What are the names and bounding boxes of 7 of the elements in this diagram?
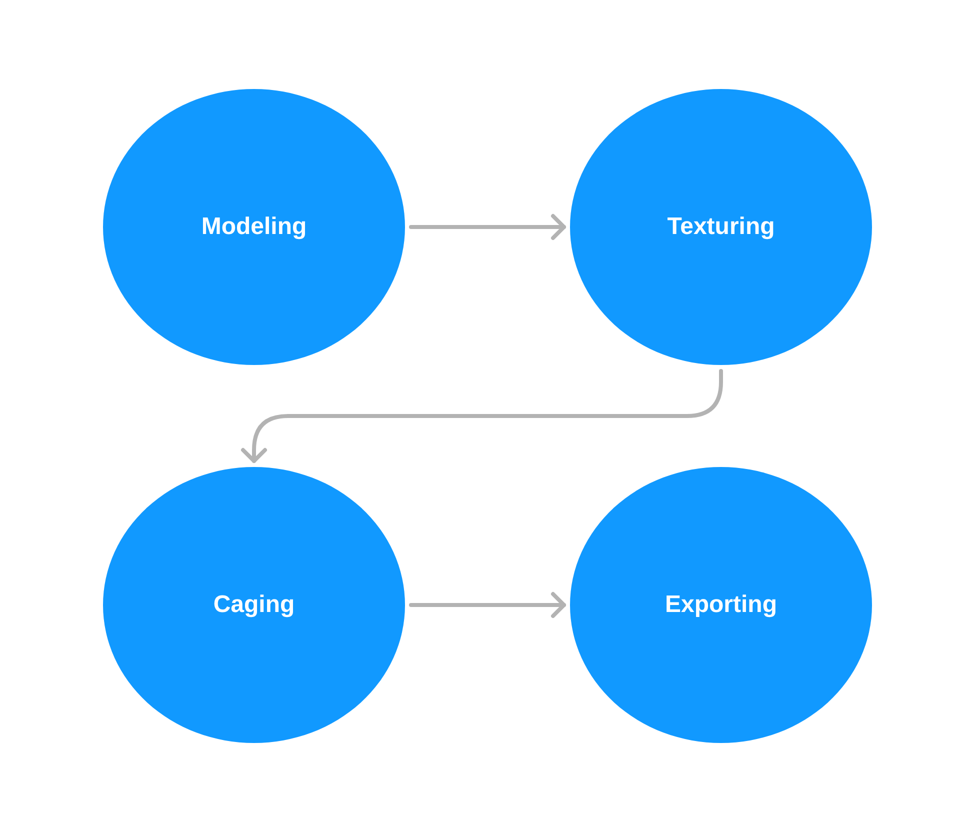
node-label: Exporting [665,591,777,619]
node-label: Caging [213,591,295,619]
arrow [409,214,566,240]
arrow [241,369,723,463]
node-label: Texturing [667,213,775,241]
node-label: Modeling [201,213,307,241]
arrow [409,592,566,618]
